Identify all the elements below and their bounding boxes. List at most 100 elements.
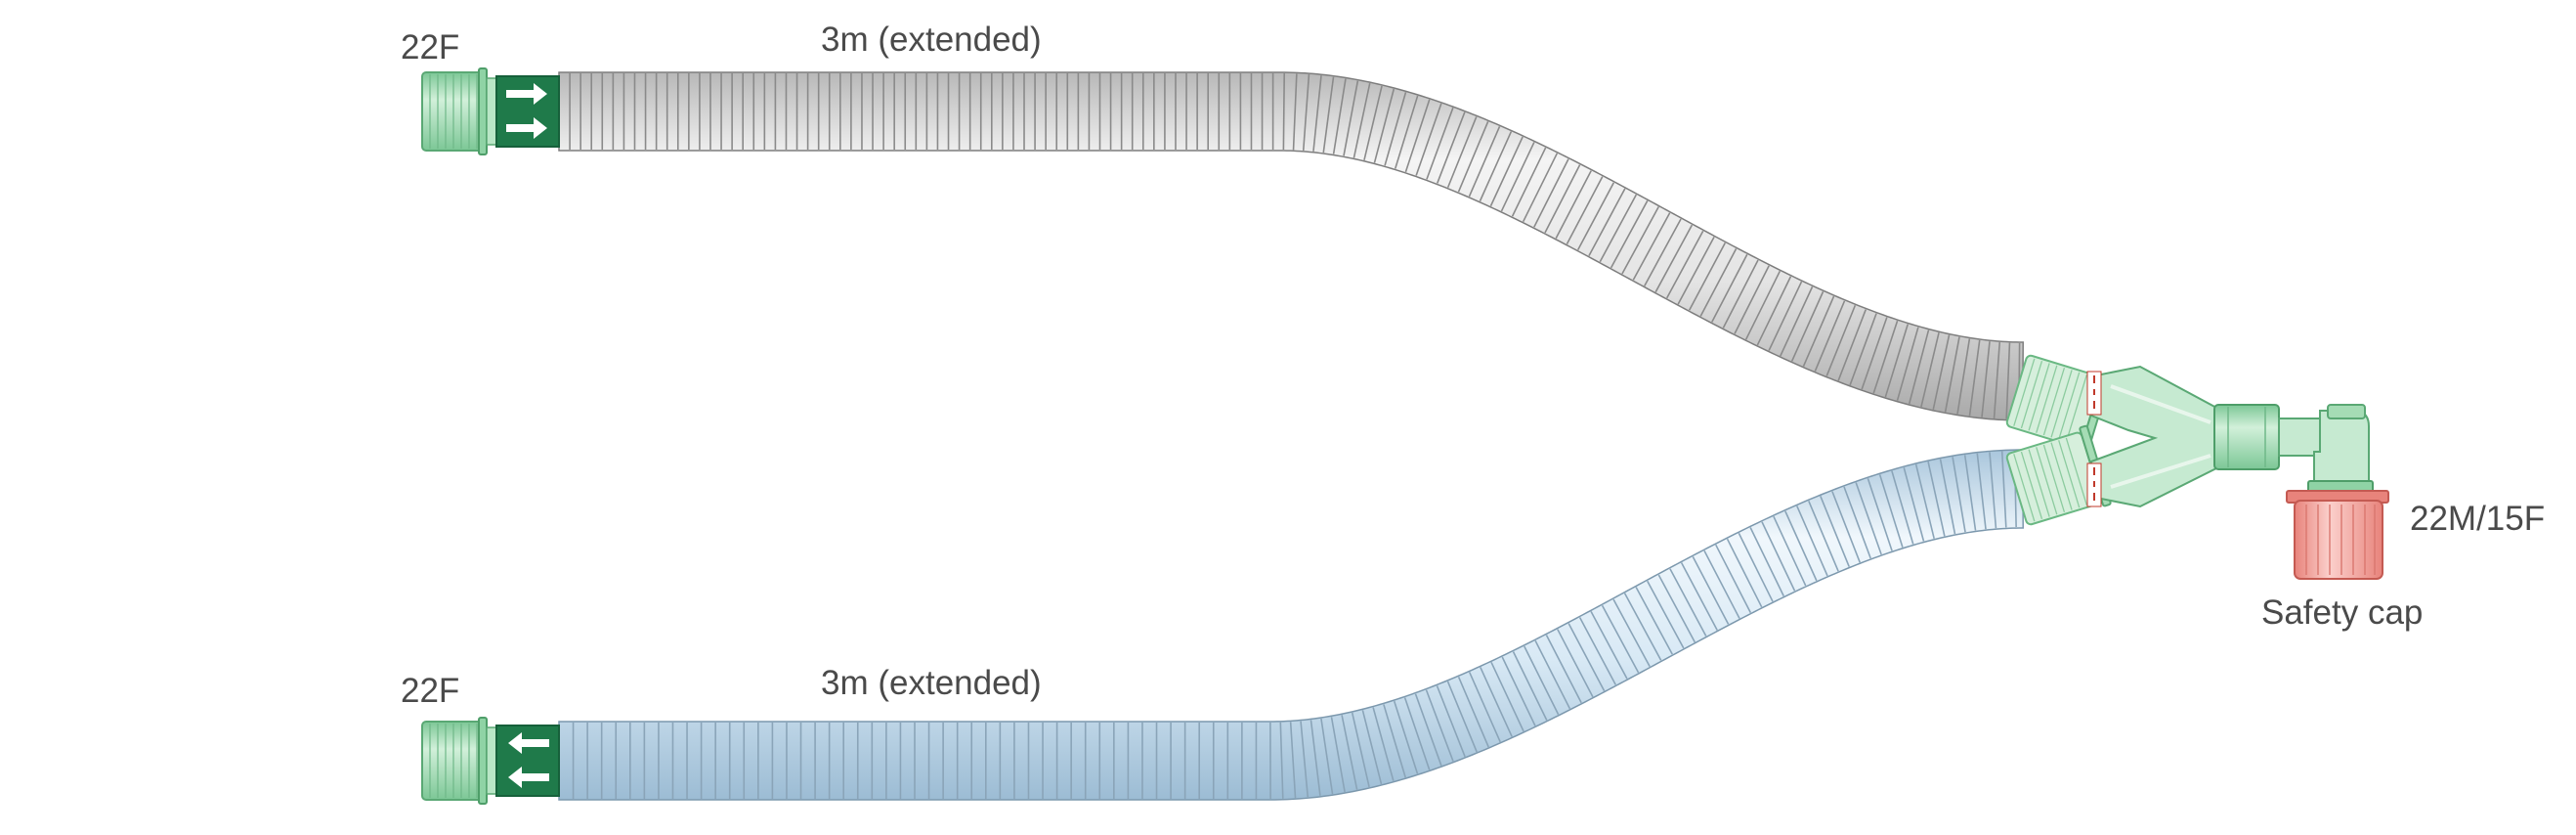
tube-rib: [1524, 645, 1560, 716]
tube-rib: [1479, 131, 1513, 202]
tube-rib: [1512, 651, 1548, 721]
tube-rib: [1590, 611, 1628, 680]
tube-rib: [1576, 182, 1615, 250]
flow-direction-right-icon: [506, 83, 547, 139]
tube-rib: [1820, 496, 1850, 567]
tube-rib: [1282, 73, 1286, 151]
red-marker-strip-bottom: [2086, 462, 2102, 507]
patient-connector-label: 22M/15F: [2410, 500, 2545, 538]
tube-rib: [1555, 170, 1592, 240]
tube-rib: [1534, 639, 1571, 710]
tube-rib: [1657, 574, 1696, 643]
tube-rib: [1489, 136, 1524, 207]
tube-rib: [1711, 253, 1748, 323]
tube-rib: [1544, 164, 1581, 234]
tube-rib: [1588, 188, 1626, 257]
y-piece: [2086, 365, 2280, 508]
tube-rib: [1404, 99, 1431, 173]
tube-rib: [1878, 474, 1904, 549]
tube-rib: [1363, 85, 1383, 160]
tube-rib: [1632, 212, 1671, 281]
tube-rib: [1468, 126, 1501, 198]
tube-rib: [1644, 218, 1682, 286]
tube-rib: [1341, 715, 1358, 790]
bottom-limb-22f-connector: [421, 717, 560, 805]
tube-rib: [1744, 270, 1782, 340]
tube-rib: [1963, 455, 1977, 531]
safety-cap-label: Safety cap: [2261, 593, 2423, 632]
tube-rib: [1545, 635, 1582, 704]
tube-rib: [1920, 332, 1940, 408]
tube-rib: [1903, 466, 1925, 542]
tube-rib: [1703, 549, 1740, 619]
tube-rib: [1635, 587, 1673, 655]
tube-rib: [1361, 710, 1383, 785]
tube-rib: [1330, 717, 1346, 793]
tube-rib: [1831, 491, 1861, 563]
tube-rib: [1825, 304, 1857, 376]
tube-rib: [1279, 722, 1284, 799]
red-marker-strip-top: [2086, 371, 2102, 416]
tube-rib: [1394, 95, 1419, 169]
tube-rib: [1927, 461, 1946, 537]
tube-rib: [1500, 142, 1535, 212]
bottom-limb-length-label: 3m (extended): [821, 664, 1042, 702]
tube-rib: [1939, 459, 1956, 535]
tube-rib: [1932, 334, 1951, 411]
top-limb-corrugated-tube: [558, 71, 2024, 421]
tube-rib: [1981, 341, 1991, 418]
tube-rib: [1320, 718, 1334, 795]
tube-rib: [1566, 176, 1604, 245]
tube-rib: [1309, 720, 1321, 796]
tube-rib: [1414, 693, 1442, 767]
tube-rib: [1621, 206, 1659, 275]
tube-rib: [1688, 242, 1727, 311]
tube-rib: [1599, 194, 1638, 263]
tube-rib: [1612, 598, 1651, 668]
tube-rib: [1749, 527, 1784, 596]
tube-rib: [1373, 88, 1395, 163]
tube-rib: [1312, 75, 1322, 152]
tube-rib: [1372, 707, 1395, 781]
tube-rib: [1715, 544, 1752, 613]
top-limb-22f-connector: [421, 67, 560, 155]
tube-rib: [1773, 515, 1807, 587]
tube-rib: [1302, 74, 1310, 151]
tube-rib: [1884, 324, 1910, 398]
tube-rib: [1734, 265, 1770, 334]
tube-rib: [1436, 685, 1466, 758]
flow-direction-left-icon: [508, 732, 549, 788]
tube-rib: [1522, 153, 1559, 223]
safety-cap: [2286, 490, 2389, 580]
tube-rib: [1403, 697, 1431, 770]
tube-rib: [1457, 120, 1489, 193]
tube-rib: [1780, 286, 1814, 357]
tube-rib: [1968, 339, 1981, 417]
tube-rib: [1699, 247, 1738, 317]
tube-body: [558, 71, 2024, 421]
tube-rib: [2005, 342, 2011, 419]
tube-rib: [1677, 236, 1715, 305]
tube-rib: [1989, 452, 1997, 529]
tube-rib: [2000, 451, 2007, 528]
tube-rib: [1425, 689, 1454, 762]
tube-rib: [1872, 320, 1899, 394]
tube-rib: [1292, 73, 1298, 151]
tube-rib: [1623, 593, 1662, 661]
tube-rib: [1415, 103, 1442, 176]
tube-rib: [1952, 457, 1966, 533]
elbow-connector: [2278, 404, 2374, 494]
tube-rib: [1944, 336, 1960, 413]
tube-rib: [1843, 486, 1871, 559]
tube-rib: [1610, 199, 1649, 269]
tube-rib: [1393, 700, 1419, 774]
tube-rib: [1784, 510, 1818, 582]
tube-rib: [1511, 147, 1547, 217]
tube-rib: [1384, 92, 1407, 166]
tube-rib: [1891, 470, 1914, 545]
tube-rib: [1567, 623, 1606, 691]
tube-rib: [1726, 538, 1763, 608]
tube-rib: [1446, 116, 1478, 189]
tube-rib: [1437, 111, 1466, 184]
tube-rib: [1647, 580, 1685, 649]
